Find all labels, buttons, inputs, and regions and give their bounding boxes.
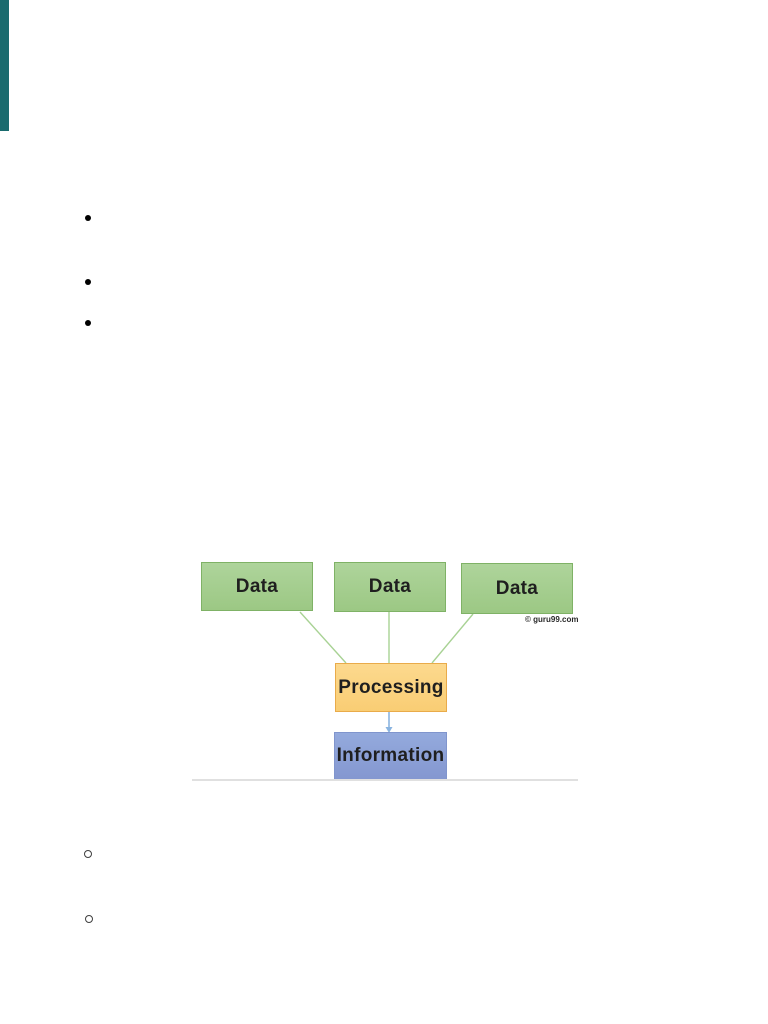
bullet-circle-icon [85,915,93,923]
node-data-1: Data [201,562,313,611]
node-data-2-label: Data [368,576,412,597]
connector-data3-processing [431,613,474,664]
node-information-label: Information [336,745,445,766]
node-data-1-label: Data [235,575,279,597]
bullet-circle-icon [84,850,92,858]
connector-data1-processing [299,611,347,664]
left-edge-accent-bar [0,0,9,131]
bullet-dot-icon [85,215,91,221]
diagram-baseline [192,779,578,781]
node-information: Information [334,732,447,780]
node-data-3: Data [461,563,573,614]
bullet-dot-icon [85,320,91,326]
watermark-credit: © guru99.com [525,615,579,624]
node-data-2: Data [334,562,446,612]
connector-lines [299,611,474,733]
node-processing-label: Processing [338,676,444,698]
node-data-3-label: Data [495,577,539,599]
bullet-dot-icon [85,279,91,285]
arrowhead-icon [385,727,393,733]
node-processing: Processing [335,663,447,712]
